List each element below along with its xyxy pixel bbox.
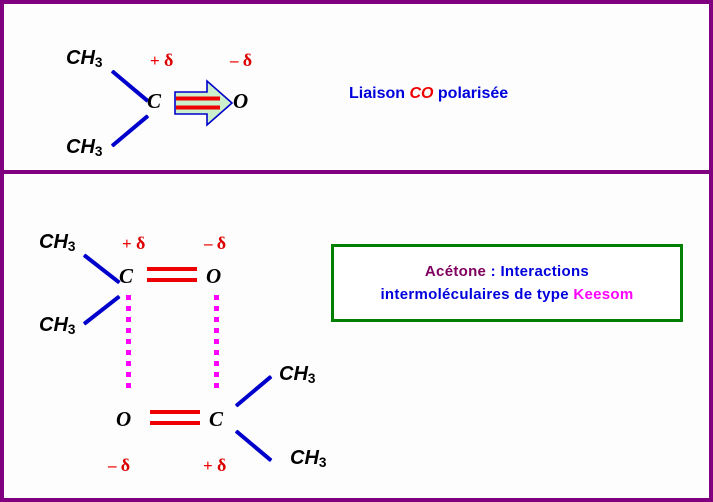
top-caption: Liaison CO polarisée: [349, 85, 509, 102]
bottom-lower-methyl-upper: CH3: [279, 363, 316, 386]
top-oxygen-partial-charge: – δ: [230, 50, 253, 70]
bottom-upper-double-bond-line1: [147, 267, 197, 271]
panel-divider: [4, 170, 709, 174]
top-carbon-partial-charge: + δ: [150, 50, 174, 70]
bottom-upper-double-bond-line2: [147, 278, 197, 282]
bottom-upper-oxygen-atom: O: [206, 264, 222, 288]
bottom-upper-carbon-partial-charge: + δ: [122, 233, 146, 253]
bottom-upper-methyl-upper: CH3: [39, 231, 76, 254]
top-oxygen-atom: O: [233, 89, 249, 113]
info-box-line-1: Acétone : Interactions: [424, 263, 590, 280]
top-methyl-upper: CH3: [66, 47, 103, 70]
bottom-upper-carbon-atom: C: [119, 264, 134, 288]
bottom-lower-oxygen-atom: O: [116, 407, 132, 431]
top-bond-methyl-upper: [110, 69, 150, 103]
bottom-upper-oxygen-partial-charge: – δ: [204, 233, 227, 253]
top-methyl-lower: CH3: [66, 136, 103, 159]
polarisation-arrow: [174, 79, 234, 127]
top-carbon-atom: C: [147, 89, 162, 113]
bottom-upper-bond-methyl-upper: [82, 253, 121, 285]
keesom-interaction-line-right: [214, 295, 219, 392]
info-box-line-2: intermoléculaires de type Keesom: [380, 286, 634, 303]
bottom-lower-double-bond-line1: [150, 410, 200, 414]
bottom-lower-methyl-lower: CH3: [290, 447, 327, 470]
bottom-lower-carbon-atom: C: [209, 407, 224, 431]
bottom-lower-carbon-partial-charge: + δ: [203, 455, 227, 475]
bottom-lower-double-bond-line2: [150, 421, 200, 425]
bottom-upper-methyl-lower: CH3: [39, 314, 76, 337]
bottom-upper-bond-methyl-lower: [82, 294, 121, 326]
keesom-info-box: Acétone : Interactions intermoléculaires…: [331, 244, 683, 322]
keesom-interaction-line-left: [126, 295, 131, 392]
top-bond-methyl-lower: [110, 114, 150, 148]
bottom-lower-bond-methyl-lower: [234, 429, 273, 463]
bottom-lower-bond-methyl-upper: [234, 374, 273, 408]
bottom-lower-oxygen-partial-charge: – δ: [108, 455, 131, 475]
